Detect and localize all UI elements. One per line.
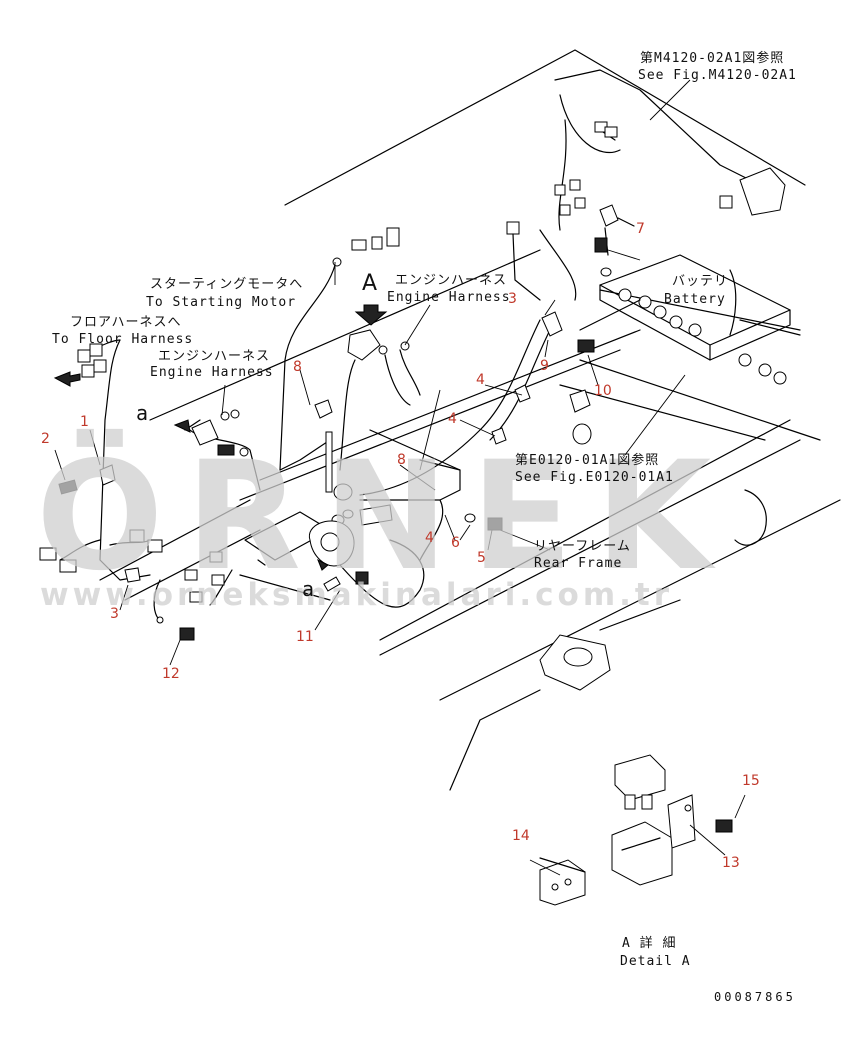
starting-motor-en: To Starting Motor [146,295,297,310]
detail-a-jp: A 詳 細 [622,936,677,951]
part-number-9: 9 [540,358,549,374]
main-harness [279,227,592,561]
rear-frame-lug [539,489,767,691]
part-number-11: 11 [296,629,314,645]
part-number-12: 12 [162,666,180,682]
part-number-4-b: 4 [448,411,457,427]
part-number-3-bottom: 3 [110,606,119,622]
part-number-8-a: 8 [293,359,302,375]
watermark-brand: ÖRNEK [36,430,734,604]
part-number-4-c: 4 [425,530,434,546]
floor-harness-jp: フロアハーネスへ [70,315,182,330]
engine-harness-top-en: Engine Harness [387,290,511,305]
battery-jp: バッテリ [672,274,729,289]
part-number-6: 6 [451,535,460,551]
starting-motor-jp: スターティングモータへ [150,277,304,292]
watermark-url: www.orneksmakinalari.com.tr [40,577,674,613]
direction-arrows [53,371,329,571]
part-number-2: 2 [41,431,50,447]
detail-a-parts [539,754,696,906]
part-number-1: 1 [80,414,89,430]
bolts [58,237,733,833]
part-number-8-b: 8 [397,452,406,468]
view-arrow-a [354,304,388,326]
part-number-15: 15 [742,773,760,789]
left-harness [39,339,333,583]
engine-harness-top-jp: エンジンハーネス [395,273,508,288]
part-number-4-a: 4 [476,372,485,388]
part-number-3-top: 3 [508,291,517,307]
detail-a-en: Detail A [620,954,691,969]
top-harness [506,69,786,301]
battery-en: Battery [664,292,726,307]
part-number-10: 10 [594,383,612,399]
rear-frame-jp: リヤーフレーム [534,539,631,554]
small-a-bottom: a [302,577,316,601]
floor-harness-en: To Floor Harness [52,332,194,347]
small-a-left: a [136,401,150,425]
part-number-7: 7 [636,221,645,237]
relay-bracket [153,431,425,624]
view-letter-a: A [362,271,379,296]
engine-harness-left-jp: エンジンハーネス [158,349,271,364]
frame-outline [99,49,841,791]
ref-top-en: See Fig.M4120-02A1 [638,68,797,83]
leader-lines [54,79,746,876]
rear-frame-en: Rear Frame [534,556,623,571]
part-number-5: 5 [477,550,486,566]
drawing-code: 00087865 [714,990,796,1004]
part-number-13: 13 [722,855,740,871]
battery [579,254,791,385]
part-number-14: 14 [512,828,530,844]
ref-mid-jp: 第E0120-01A1図参照 [515,453,660,468]
engine-harness-left-en: Engine Harness [150,365,274,380]
ref-mid-en: See Fig.E0120-01A1 [515,470,674,485]
ref-top-jp: 第M4120-02A1図参照 [640,51,785,66]
